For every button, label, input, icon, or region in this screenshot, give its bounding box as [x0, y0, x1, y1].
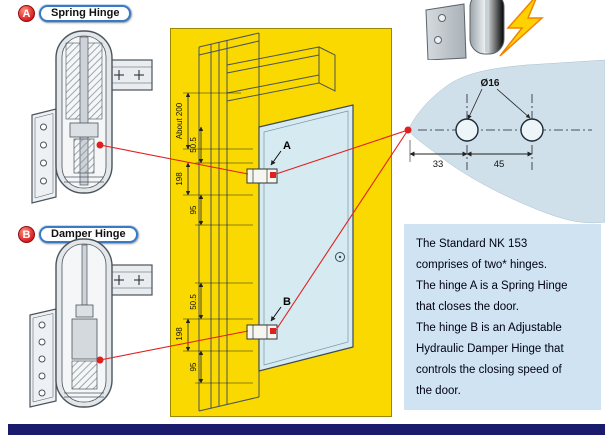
dim-b-50-5: 50.5: [189, 294, 198, 310]
dim-a-95: 95: [189, 205, 198, 214]
spring-hinge-figure: [31, 30, 153, 204]
hinge-part-photo: [425, 0, 544, 60]
description-line: the door.: [416, 385, 461, 397]
spring-hinge-badge: A Spring Hinge: [18, 5, 132, 22]
door-header: [226, 46, 336, 102]
dimensions-top: [183, 92, 253, 226]
door-frame-diagram: A B: [175, 32, 354, 412]
marker-b-badge: B: [18, 226, 35, 243]
damper-hinge-drawing: [29, 238, 153, 408]
spring-hinge-label: Spring Hinge: [39, 5, 132, 22]
lightning-bolt-icon: [499, 0, 544, 57]
drilling-template-panel: Ø16 33 45: [404, 59, 605, 224]
marker-b-label: B: [283, 296, 291, 308]
footer-bar: [8, 424, 605, 435]
hole-dimension-lines: [409, 140, 533, 162]
callout-dot-template: [404, 126, 412, 134]
hole-diameter-label: Ø16: [481, 78, 500, 89]
marker-a-badge: A: [18, 5, 35, 22]
dim-33-label: 33: [433, 159, 444, 170]
dim-b-95: 95: [189, 362, 198, 371]
installation-diagram-panel: A B: [170, 28, 392, 417]
dim-a-198: 198: [175, 172, 184, 186]
description-box: The Standard NK 153 comprises of two* hi…: [404, 224, 601, 410]
door-jamb: [198, 32, 260, 412]
dim-45-label: 45: [494, 159, 505, 170]
description-line: comprises of two* hinges.: [416, 259, 548, 271]
template-paper: [407, 59, 605, 224]
callout-dot-spring-hinge: [96, 141, 104, 149]
description-line: controls the closing speed of: [416, 364, 562, 376]
description-line: The hinge A is a Spring Hinge: [416, 280, 568, 292]
screw-cross-marks: [114, 275, 144, 285]
description-line: Hydraulic Damper Hinge that: [416, 343, 564, 355]
screw-cross-marks: [114, 70, 144, 80]
damper-hinge-figure: [29, 238, 153, 408]
hinge-bracket-b: [246, 324, 278, 340]
hinge-bracket-a: [246, 168, 278, 184]
hinge-plate: [425, 3, 467, 60]
spring-hinge-drawing: [31, 30, 153, 204]
callout-dot-damper-hinge: [96, 356, 104, 364]
dim-about-200: About 200: [175, 102, 184, 139]
dim-a-50-5: 50.5: [189, 137, 198, 153]
description-line: The Standard NK 153: [416, 238, 528, 250]
description-line: The hinge B is an Adjustable: [416, 322, 562, 334]
description-line: that closes the door.: [416, 301, 519, 313]
dim-b-198: 198: [175, 327, 184, 341]
hinge-barrel: [469, 0, 505, 55]
drill-hole-a: [455, 118, 479, 142]
marker-a-label: A: [283, 140, 291, 152]
drill-hole-b: [520, 118, 544, 142]
